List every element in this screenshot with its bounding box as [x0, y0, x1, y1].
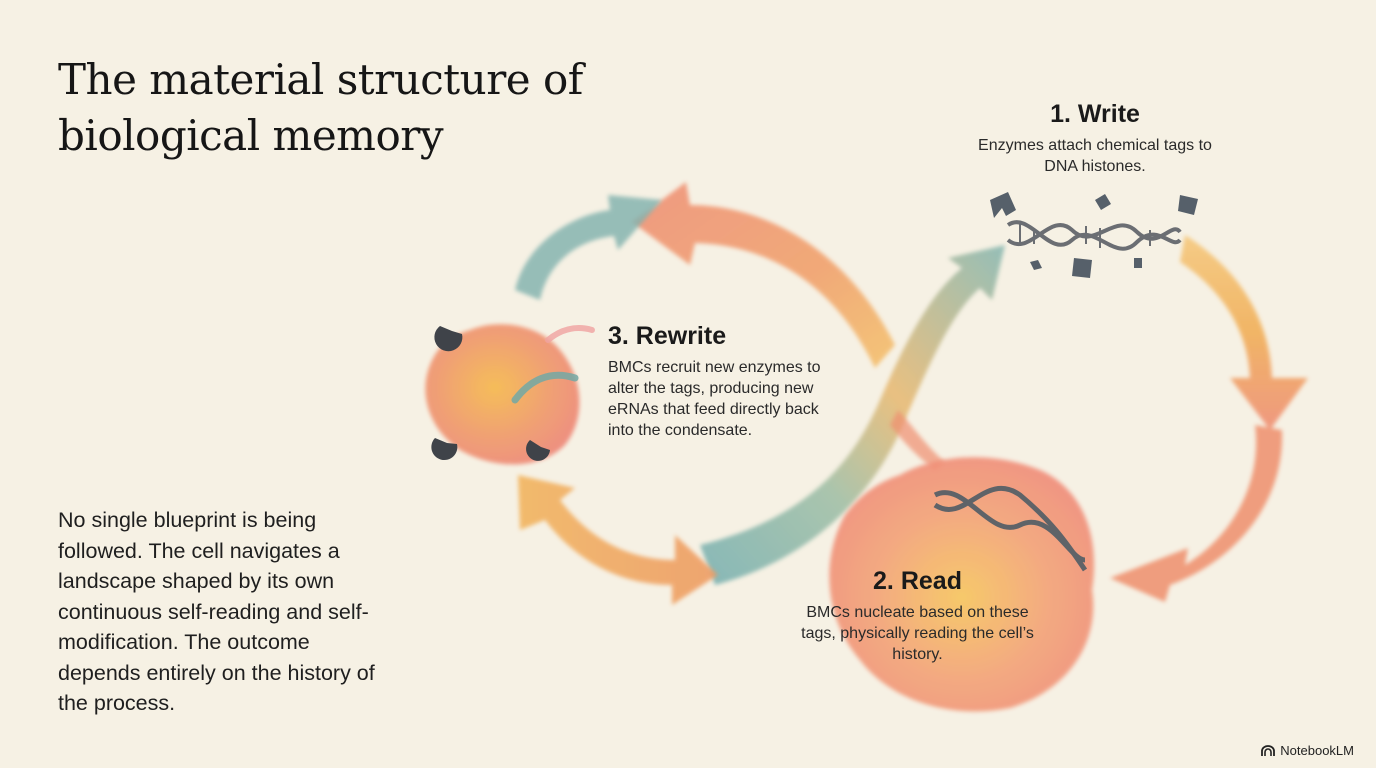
dna-helix-write-icon — [1006, 220, 1182, 251]
step-read: 2. Read BMCs nucleate based on these tag… — [790, 567, 1045, 665]
brand-label: NotebookLM — [1280, 743, 1354, 758]
notebooklm-logo-icon — [1261, 744, 1276, 756]
page-title: The material structure of biological mem… — [58, 55, 583, 160]
histone-tag-icon — [990, 192, 1198, 278]
rewrite-to-top-arrow — [632, 182, 895, 368]
connector-arc — [890, 410, 945, 470]
write-to-read-arrow — [1110, 235, 1308, 602]
read-to-write-arrow — [700, 245, 1005, 585]
enzyme-icon — [431, 326, 550, 461]
step-rewrite-description: BMCs recruit new enzymes to alter the ta… — [608, 359, 821, 439]
dna-helix-read-icon — [933, 485, 1088, 572]
rewrite-read-exchange-arrow — [518, 475, 718, 605]
step-write-description: Enzymes attach chemical tags to DNA hist… — [978, 137, 1212, 175]
step-write-title: 1. Write — [1050, 100, 1140, 128]
step-rewrite-title: 3. Rewrite — [608, 322, 727, 350]
summary-paragraph: No single blueprint is being followed. T… — [58, 508, 375, 715]
brand-watermark: NotebookLM — [1261, 743, 1354, 758]
rewrite-condensate-blob — [425, 324, 595, 465]
step-read-description: BMCs nucleate based on these tags, physi… — [801, 604, 1034, 663]
step-write: 1. Write Enzymes attach chemical tags to… — [975, 100, 1215, 177]
teal-return-arrow — [515, 195, 662, 300]
step-read-title: 2. Read — [873, 567, 962, 595]
step-rewrite: 3. Rewrite BMCs recruit new enzymes to a… — [608, 322, 838, 441]
